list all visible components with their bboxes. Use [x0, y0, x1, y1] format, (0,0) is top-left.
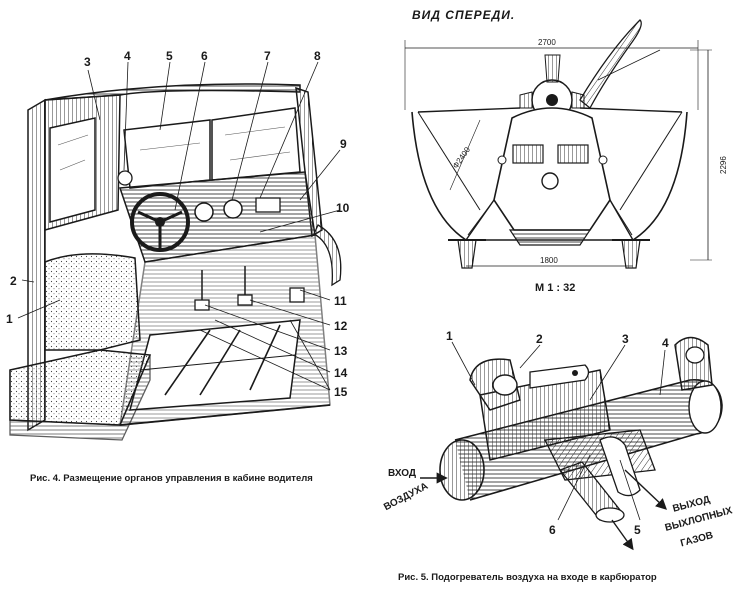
heater-callout-4: 4	[662, 336, 669, 350]
heater-callout-1: 1	[446, 329, 453, 343]
fig4-caption: Рис. 4. Размещение органов управления в …	[30, 473, 313, 484]
exhaust-line3: ГАЗОВ	[679, 530, 714, 549]
callout-11: 11	[334, 294, 347, 308]
callout-1: 1	[6, 312, 13, 326]
callout-12: 12	[334, 319, 348, 333]
callout-3: 3	[84, 55, 91, 69]
scale-label: М 1 : 32	[535, 282, 576, 294]
callout-7: 7	[264, 49, 271, 63]
air-in-line1: ВХОД	[388, 468, 416, 479]
heater-callout-5: 5	[634, 523, 641, 537]
callout-5: 5	[166, 49, 173, 63]
callout-15: 15	[334, 385, 348, 399]
callout-14: 14	[334, 366, 348, 380]
callout-6: 6	[201, 49, 208, 63]
heater-leaders	[451, 341, 666, 521]
dim-width: 2700	[538, 38, 556, 47]
heater-callouts: 1 2 3 4 5 6	[446, 329, 669, 537]
heater-callout-2: 2	[536, 332, 543, 346]
front-view-title: ВИД СПЕРЕДИ.	[412, 8, 516, 22]
cabin-leaders	[17, 61, 341, 391]
dim-track: 1800	[540, 256, 558, 265]
callout-2: 2	[10, 274, 17, 288]
fig5-caption: Рис. 5. Подогреватель воздуха на входе в…	[398, 572, 657, 583]
front-view-drawing: 2700 2296 1800	[404, 19, 728, 269]
callout-4: 4	[124, 49, 131, 63]
air-in-line2: ВОЗДУХА	[382, 481, 430, 513]
callout-13: 13	[334, 344, 348, 358]
heater-callout-3: 3	[622, 332, 629, 346]
heater-callout-6: 6	[549, 523, 556, 537]
dim-height: 2296	[719, 156, 728, 174]
heater-diagram	[420, 336, 723, 551]
callout-10: 10	[336, 201, 350, 215]
cabin-callouts: 1 2 3 4 5 6 7 8 9 10 11 12 13 14 15	[6, 49, 350, 399]
cabin-diagram	[9, 83, 342, 441]
callout-8: 8	[314, 49, 321, 63]
dim-diameter: Ф2400	[451, 145, 472, 170]
callout-9: 9	[340, 137, 347, 151]
heater-side-labels: ВХОД ВОЗДУХА ВЫХОД ВЫХЛОПНЫХ ГАЗОВ	[382, 468, 734, 549]
